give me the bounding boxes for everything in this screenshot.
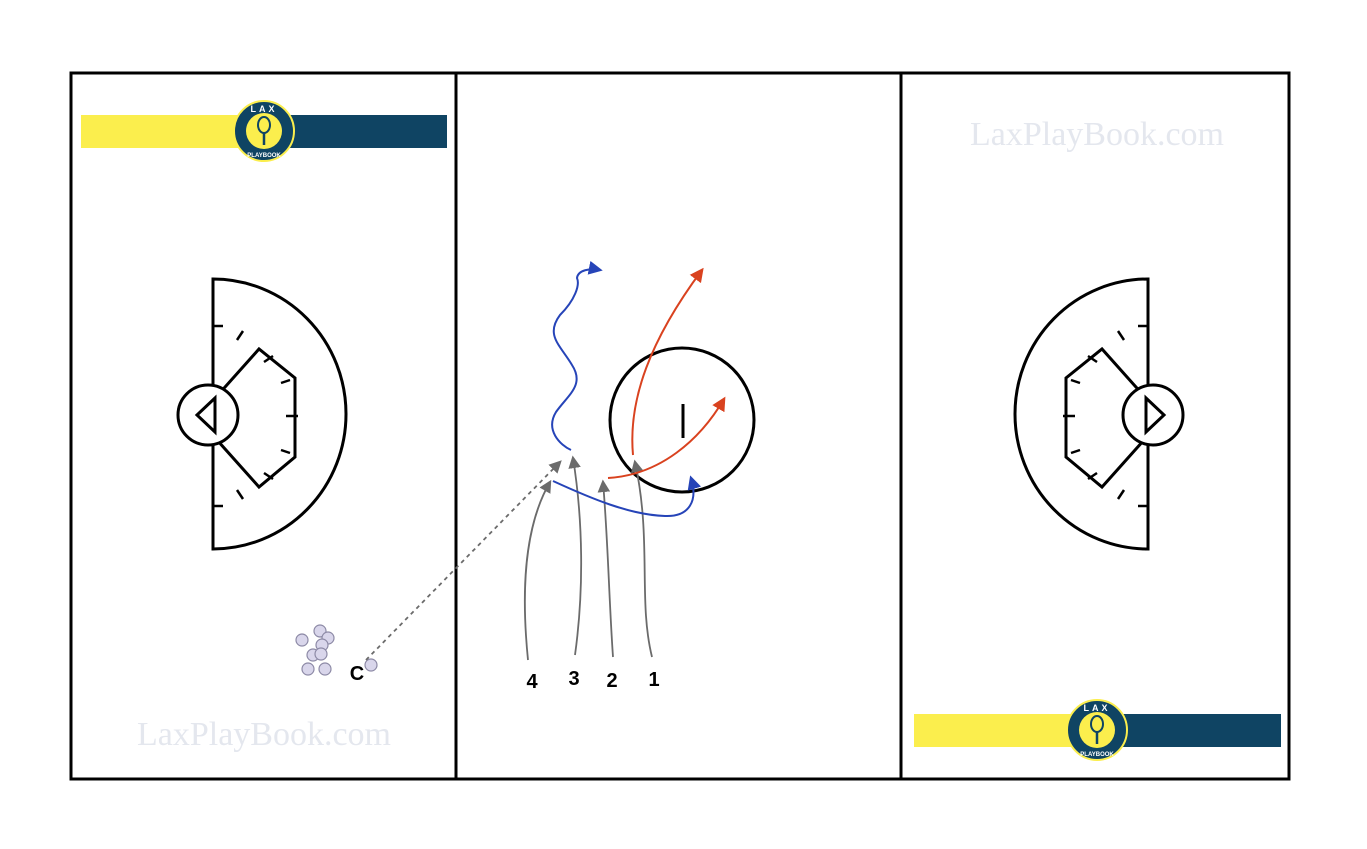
coach-label: C	[350, 663, 364, 685]
ball	[314, 647, 328, 661]
watermark-bottom-left: LaxPlayBook.com	[137, 716, 391, 753]
field-boundary	[69, 71, 1291, 781]
player-label-3: 3	[568, 668, 579, 690]
player-label-2: 2	[606, 670, 617, 692]
ball-pile	[295, 624, 378, 676]
logo-text-bottom: PLAYBOOK	[1080, 752, 1114, 758]
lax-playbook-logo: LAX PLAYBOOK	[233, 100, 295, 162]
center-circle-outline	[608, 346, 756, 494]
ball	[318, 662, 332, 676]
blue-wavy-path	[551, 260, 603, 451]
approach-path-4	[523, 479, 552, 661]
lax-playbook-logo: LAX PLAYBOOK	[1066, 699, 1128, 761]
right-goal-triangle	[1144, 394, 1167, 436]
coach-pass-line	[365, 460, 562, 661]
left-crease-arc	[211, 277, 348, 551]
center-circle	[608, 346, 756, 494]
ball	[364, 658, 378, 672]
right-hash-marks	[1063, 324, 1148, 508]
banner-navy-bar	[1098, 714, 1281, 747]
red-path-right	[607, 396, 726, 479]
blue-curve-path	[552, 475, 702, 518]
ball	[301, 662, 315, 676]
banner-navy-bar	[265, 115, 447, 148]
logo-text-bottom: PLAYBOOK	[247, 153, 281, 159]
logo-text-top: LAX	[1084, 703, 1111, 713]
right-crease-arc	[1013, 277, 1150, 551]
logo-text-top: LAX	[251, 104, 278, 114]
right-goal-crease	[1121, 383, 1185, 447]
blue-paths	[551, 260, 702, 518]
approach-path-1	[630, 459, 653, 658]
approach-path-3	[568, 455, 583, 656]
left-goal-area	[176, 277, 348, 551]
player-labels: 4 3 2 1	[526, 668, 659, 693]
red-path-up	[631, 267, 704, 456]
player-label-4: 4	[526, 671, 538, 693]
left-goal-crease	[176, 383, 240, 447]
left-hash-marks	[213, 324, 298, 508]
approach-path-2	[597, 479, 614, 658]
player-approach-paths	[523, 455, 653, 661]
red-paths	[607, 267, 726, 479]
watermark-top-right: LaxPlayBook.com	[970, 116, 1224, 153]
right-goal-area	[1013, 277, 1185, 551]
bottom-banner: LAX PLAYBOOK	[914, 699, 1281, 761]
left-goal-triangle	[194, 394, 217, 436]
player-label-1: 1	[648, 669, 659, 691]
top-banner: LAX PLAYBOOK	[81, 100, 447, 162]
ball	[295, 633, 309, 647]
